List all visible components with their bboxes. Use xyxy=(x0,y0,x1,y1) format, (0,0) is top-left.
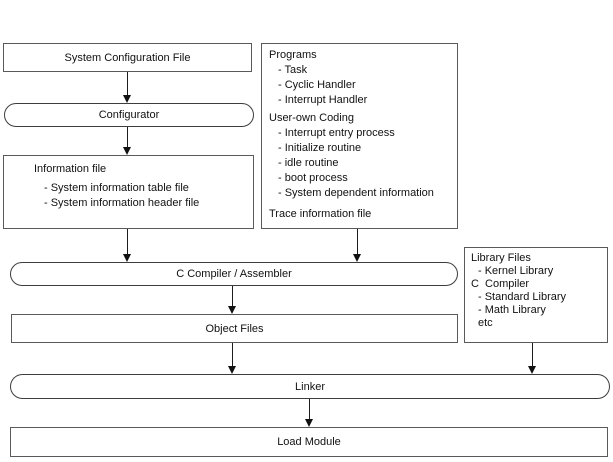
programs-section-title: Trace information file xyxy=(269,208,372,220)
c-compiler-assembler-box: C Compiler / Assembler xyxy=(10,262,458,286)
system-configuration-file-box: System Configuration File xyxy=(3,43,252,72)
library-files-line: - Kernel Library xyxy=(478,265,554,277)
programs-item: - boot process xyxy=(278,172,348,184)
load-module-box: Load Module xyxy=(10,427,608,457)
arrow-line xyxy=(127,127,128,147)
arrow-head-icon xyxy=(228,306,236,314)
library-files-line: - Math Library xyxy=(478,304,546,316)
programs-box: Programs - Task - Cyclic Handler - Inter… xyxy=(261,43,458,229)
information-file-title: Information file xyxy=(34,163,107,175)
programs-item: - Initialize routine xyxy=(278,142,362,154)
library-files-line: - Standard Library xyxy=(478,291,567,303)
system-configuration-file-label: System Configuration File xyxy=(64,51,191,64)
library-files-box: Library Files - Kernel Library C Compile… xyxy=(464,247,608,343)
arrow-line xyxy=(357,229,358,254)
programs-section-title: User-own Coding xyxy=(269,112,354,124)
arrow-head-icon xyxy=(228,366,236,374)
information-file-item: - System information table file xyxy=(44,182,189,194)
arrow-line xyxy=(309,399,310,419)
arrow-line xyxy=(232,286,233,306)
load-module-label: Load Module xyxy=(277,436,341,448)
arrow-head-icon xyxy=(353,254,361,262)
object-files-box: Object Files xyxy=(11,314,458,343)
arrow-head-icon xyxy=(123,147,131,155)
arrow-head-icon xyxy=(528,366,536,374)
arrow-line xyxy=(232,343,233,366)
programs-item: - Interrupt entry process xyxy=(278,127,395,139)
c-compiler-assembler-label: C Compiler / Assembler xyxy=(176,268,292,280)
arrow-line xyxy=(127,229,128,254)
programs-item: - Cyclic Handler xyxy=(278,79,356,91)
programs-section-title: Programs xyxy=(269,49,317,61)
library-files-line: C Compiler xyxy=(471,278,530,290)
information-file-item: - System information header file xyxy=(44,197,200,209)
arrow-line xyxy=(127,72,128,95)
configurator-label: Configurator xyxy=(98,109,160,121)
arrow-head-icon xyxy=(123,254,131,262)
information-file-box: Information file - System information ta… xyxy=(3,155,254,229)
linker-box: Linker xyxy=(10,374,610,399)
programs-item: - Task xyxy=(278,64,308,76)
programs-item: - System dependent information xyxy=(278,187,434,199)
library-files-line: Library Files xyxy=(471,252,531,264)
programs-item: - Interrupt Handler xyxy=(278,94,368,106)
configurator-box: Configurator xyxy=(4,103,254,127)
linker-label: Linker xyxy=(295,380,325,393)
library-files-line: etc xyxy=(478,317,493,329)
arrow-head-icon xyxy=(305,419,313,427)
arrow-line xyxy=(532,343,533,366)
object-files-label: Object Files xyxy=(205,322,264,335)
arrow-head-icon xyxy=(123,95,131,103)
programs-item: - idle routine xyxy=(278,157,339,169)
